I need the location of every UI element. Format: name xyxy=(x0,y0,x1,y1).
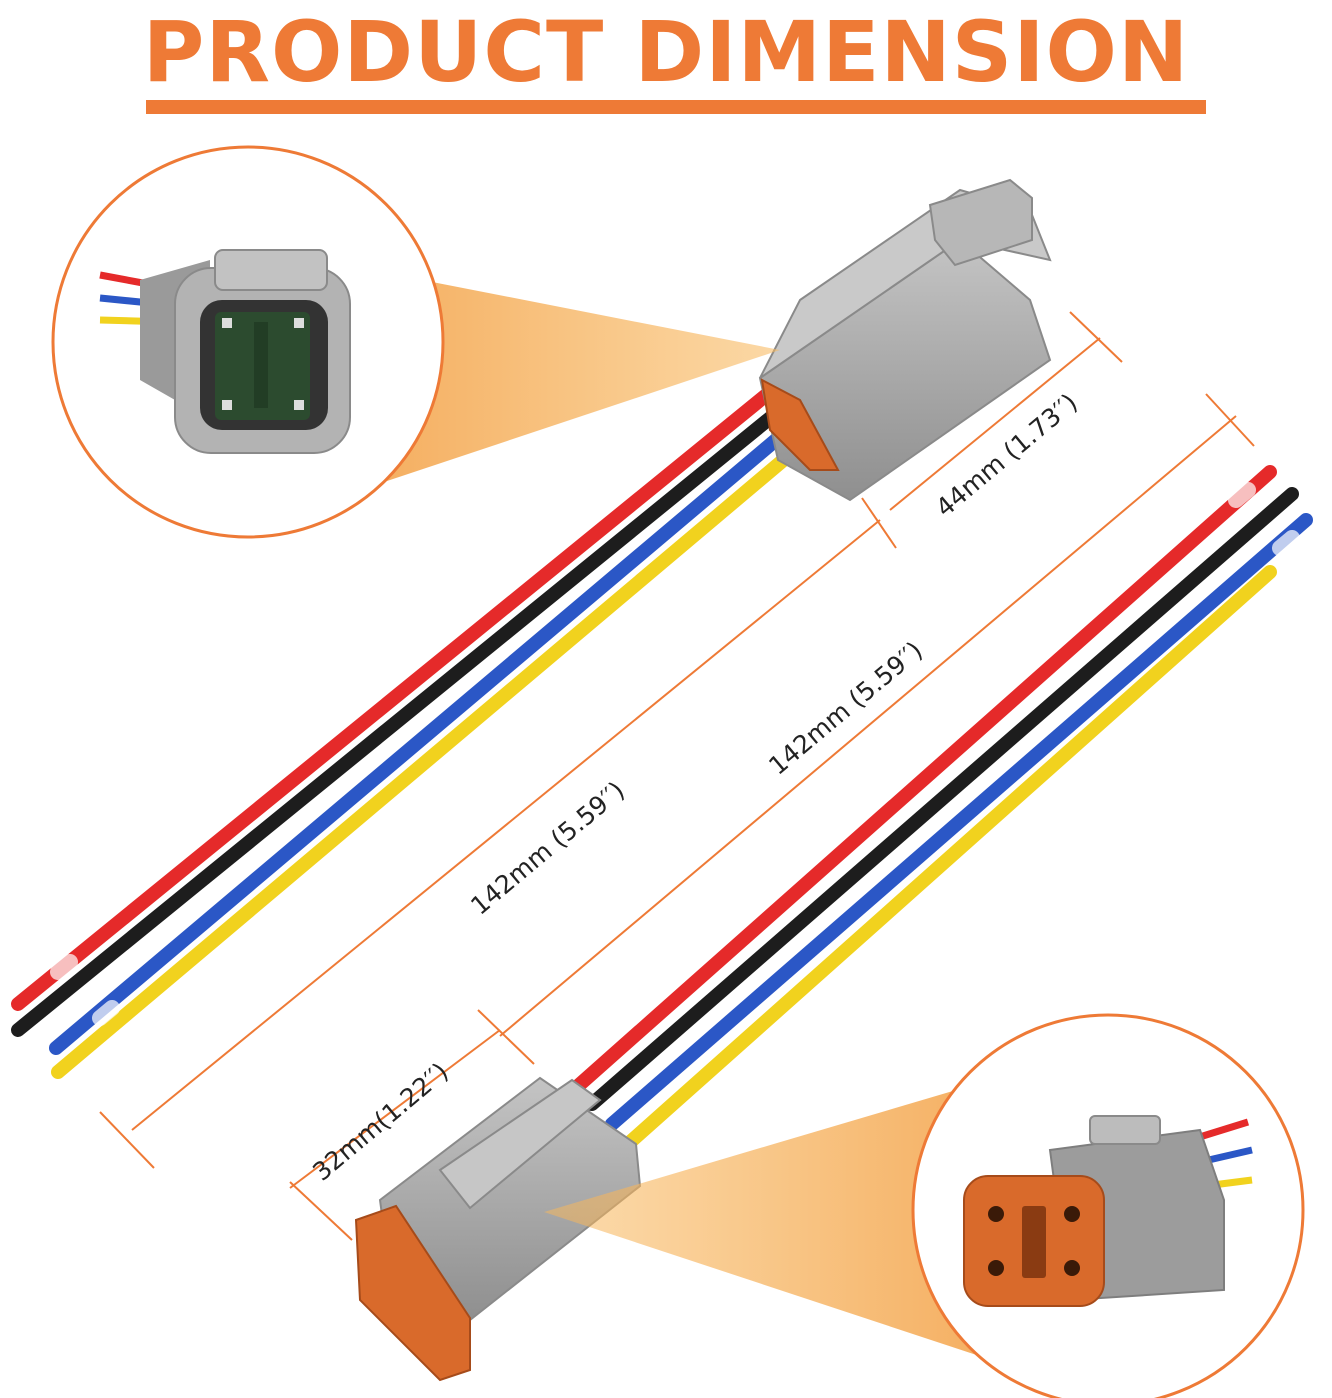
female-connector-assembly xyxy=(289,393,1313,1398)
female-wire-dimension-line xyxy=(499,415,1237,1037)
blue-wire xyxy=(605,513,1313,1131)
female-wire-length-label: 142mm (5.59′′) xyxy=(763,636,928,781)
male-connector-assembly xyxy=(11,145,1123,1169)
male-wire-length-label: 142mm (5.59′′) xyxy=(465,776,630,921)
female-length-dimension xyxy=(289,393,1255,1241)
female-connector-closeup-icon xyxy=(963,1115,1253,1307)
female-connector-dimension-line xyxy=(289,1029,501,1189)
red-wire xyxy=(571,465,1277,1093)
black-wire xyxy=(11,403,787,1037)
male-connector-dimension-line xyxy=(889,337,1101,511)
female-callout-beam xyxy=(544,1080,1040,1376)
male-wire-dimension-line xyxy=(131,519,881,1131)
red-wire xyxy=(11,385,777,1011)
blue-wire xyxy=(49,421,797,1055)
male-seal xyxy=(760,378,840,471)
black-wire xyxy=(585,487,1299,1111)
male-connector-closeup xyxy=(51,145,445,539)
title-underline xyxy=(146,100,1206,114)
female-connector-housing xyxy=(354,1076,642,1382)
male-connector-closeup-icon xyxy=(99,249,351,454)
page-title: PRODUCT DIMENSION xyxy=(142,3,1190,101)
female-wire-bundle xyxy=(571,465,1313,1151)
female-seal xyxy=(354,1204,471,1382)
male-wire-bundle xyxy=(11,385,807,1079)
female-connector-closeup xyxy=(911,1013,1305,1398)
yellow-wire xyxy=(621,565,1277,1151)
male-length-dimension xyxy=(99,311,1123,1169)
yellow-wire xyxy=(51,439,807,1079)
male-connector-housing xyxy=(758,178,1052,502)
